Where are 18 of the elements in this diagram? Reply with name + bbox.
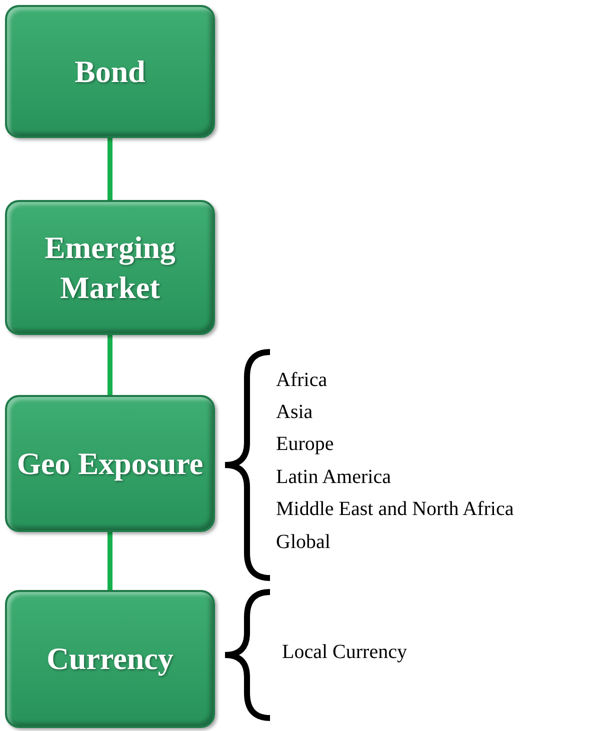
process-box: [5, 200, 215, 335]
process-box: [5, 590, 215, 728]
box-label: Bond: [74, 52, 146, 91]
list-item: Europe: [276, 434, 334, 454]
list-item: Africa: [276, 370, 328, 390]
list-item: Middle East and North Africa: [276, 499, 514, 519]
connector-line: [108, 138, 112, 200]
list-item: Asia: [276, 402, 313, 422]
connector-line: [108, 532, 112, 590]
process-box: [5, 395, 215, 532]
list-item: Latin America: [276, 467, 391, 487]
list-item: Local Currency: [282, 642, 407, 662]
connector-line: [108, 335, 112, 395]
box-label: Emerging Market: [44, 228, 176, 306]
process-box: [5, 5, 215, 138]
box-label: Geo Exposure: [16, 444, 204, 483]
list-item: Global: [276, 532, 330, 552]
box-label: Currency: [46, 640, 174, 678]
